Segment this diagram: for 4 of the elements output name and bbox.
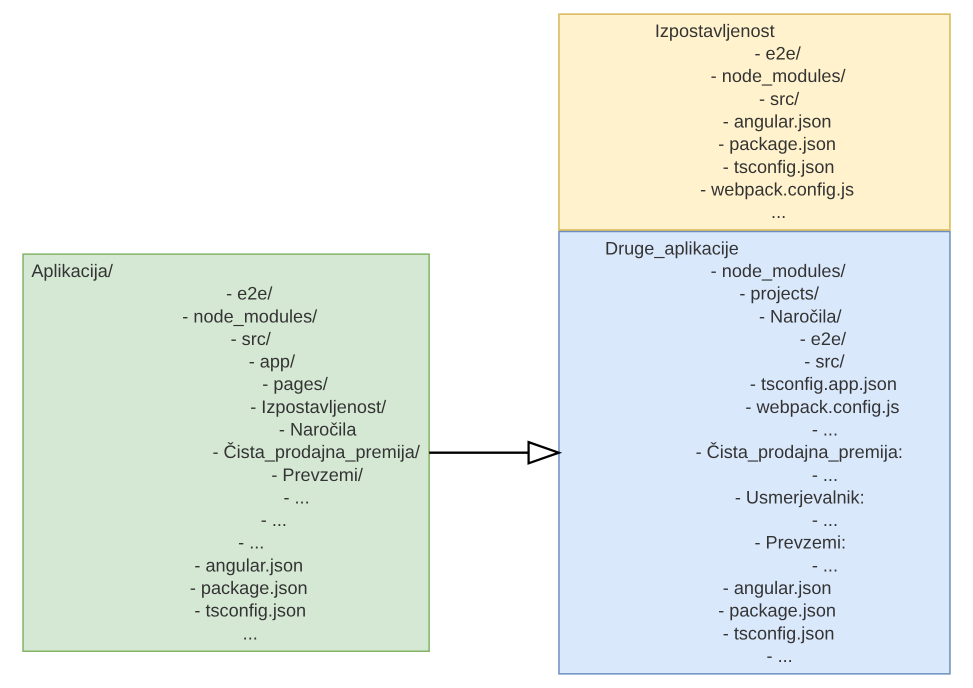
node-box: Aplikacija/ - e2e/ - node_modules/ - src/ - app/ - pages/ - Izpostavljenost/ - Naročila - Čista_prodajna_premija/ - Prevzemi/ - ... - ... - ... - angular.json - package.json - tsconfig.json ... [22, 253, 430, 652]
arrow [429, 440, 562, 465]
node-box: Izpostavljenost - e2e/ - node_modules/ - src/ - angular.json - package.json - tsconfig.json - webpack.config.js ... [558, 13, 951, 231]
node-box: Druge_aplikacije - node_modules/ - projects/ - Naročila/ - e2e/ - src/ - tsconfig.app.json - webpack.config.js - ... - Čista_prodajna_premija: - ... - Usmerjevalnik: - ... - Prevzemi: - ... - angular.json - package.json - tsconfig.json - ... [558, 230, 951, 675]
